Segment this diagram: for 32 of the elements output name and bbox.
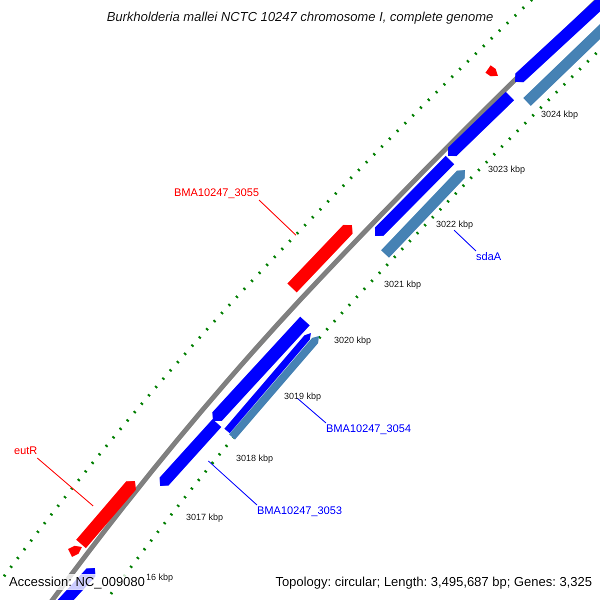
gene-label: sdaA	[476, 251, 502, 264]
title: Burkholderia mallei NCTC 10247 chromosome I, complete genome	[106, 10, 494, 23]
gene-label: eutR	[14, 445, 38, 458]
tick-label: 3020 kbp	[334, 335, 372, 346]
gene-label: BMA10247_3053	[257, 505, 342, 518]
gene-feature	[68, 546, 82, 557]
gene-feature	[485, 65, 498, 76]
tick-label: 3022 kbp	[436, 219, 474, 230]
gene-feature	[515, 0, 600, 82]
genome-summary: Topology: circular; Length: 3,495,687 bp; Genes: 3,325	[275, 574, 592, 590]
tick-label: 3021 kbp	[384, 279, 422, 290]
gene-feature	[523, 22, 600, 106]
accession-text: Accession: NC_009080	[7, 574, 147, 590]
gene-feature	[229, 336, 319, 440]
tick-label: 3019 kbp	[284, 391, 322, 402]
leader-line	[36, 458, 94, 506]
tick-label: 3024 kbp	[541, 109, 578, 120]
tick-label: 3017 kbp	[186, 512, 224, 523]
tick-label: 3018 kbp	[236, 453, 274, 464]
leader-line	[296, 398, 326, 424]
leader-line	[208, 460, 258, 506]
gene-feature	[76, 481, 136, 548]
gene-feature	[160, 419, 222, 486]
gene-feature	[448, 92, 514, 156]
gene-feature	[287, 224, 353, 292]
gene-feature	[374, 156, 454, 236]
tick-label: 3023 kbp	[488, 164, 526, 175]
leader-line	[258, 200, 296, 236]
gene-label: BMA10247_3054	[326, 423, 412, 436]
leader-line	[454, 230, 476, 252]
tick-label: 16 kbp	[146, 572, 174, 583]
gene-label: BMA10247_3055	[174, 187, 260, 200]
